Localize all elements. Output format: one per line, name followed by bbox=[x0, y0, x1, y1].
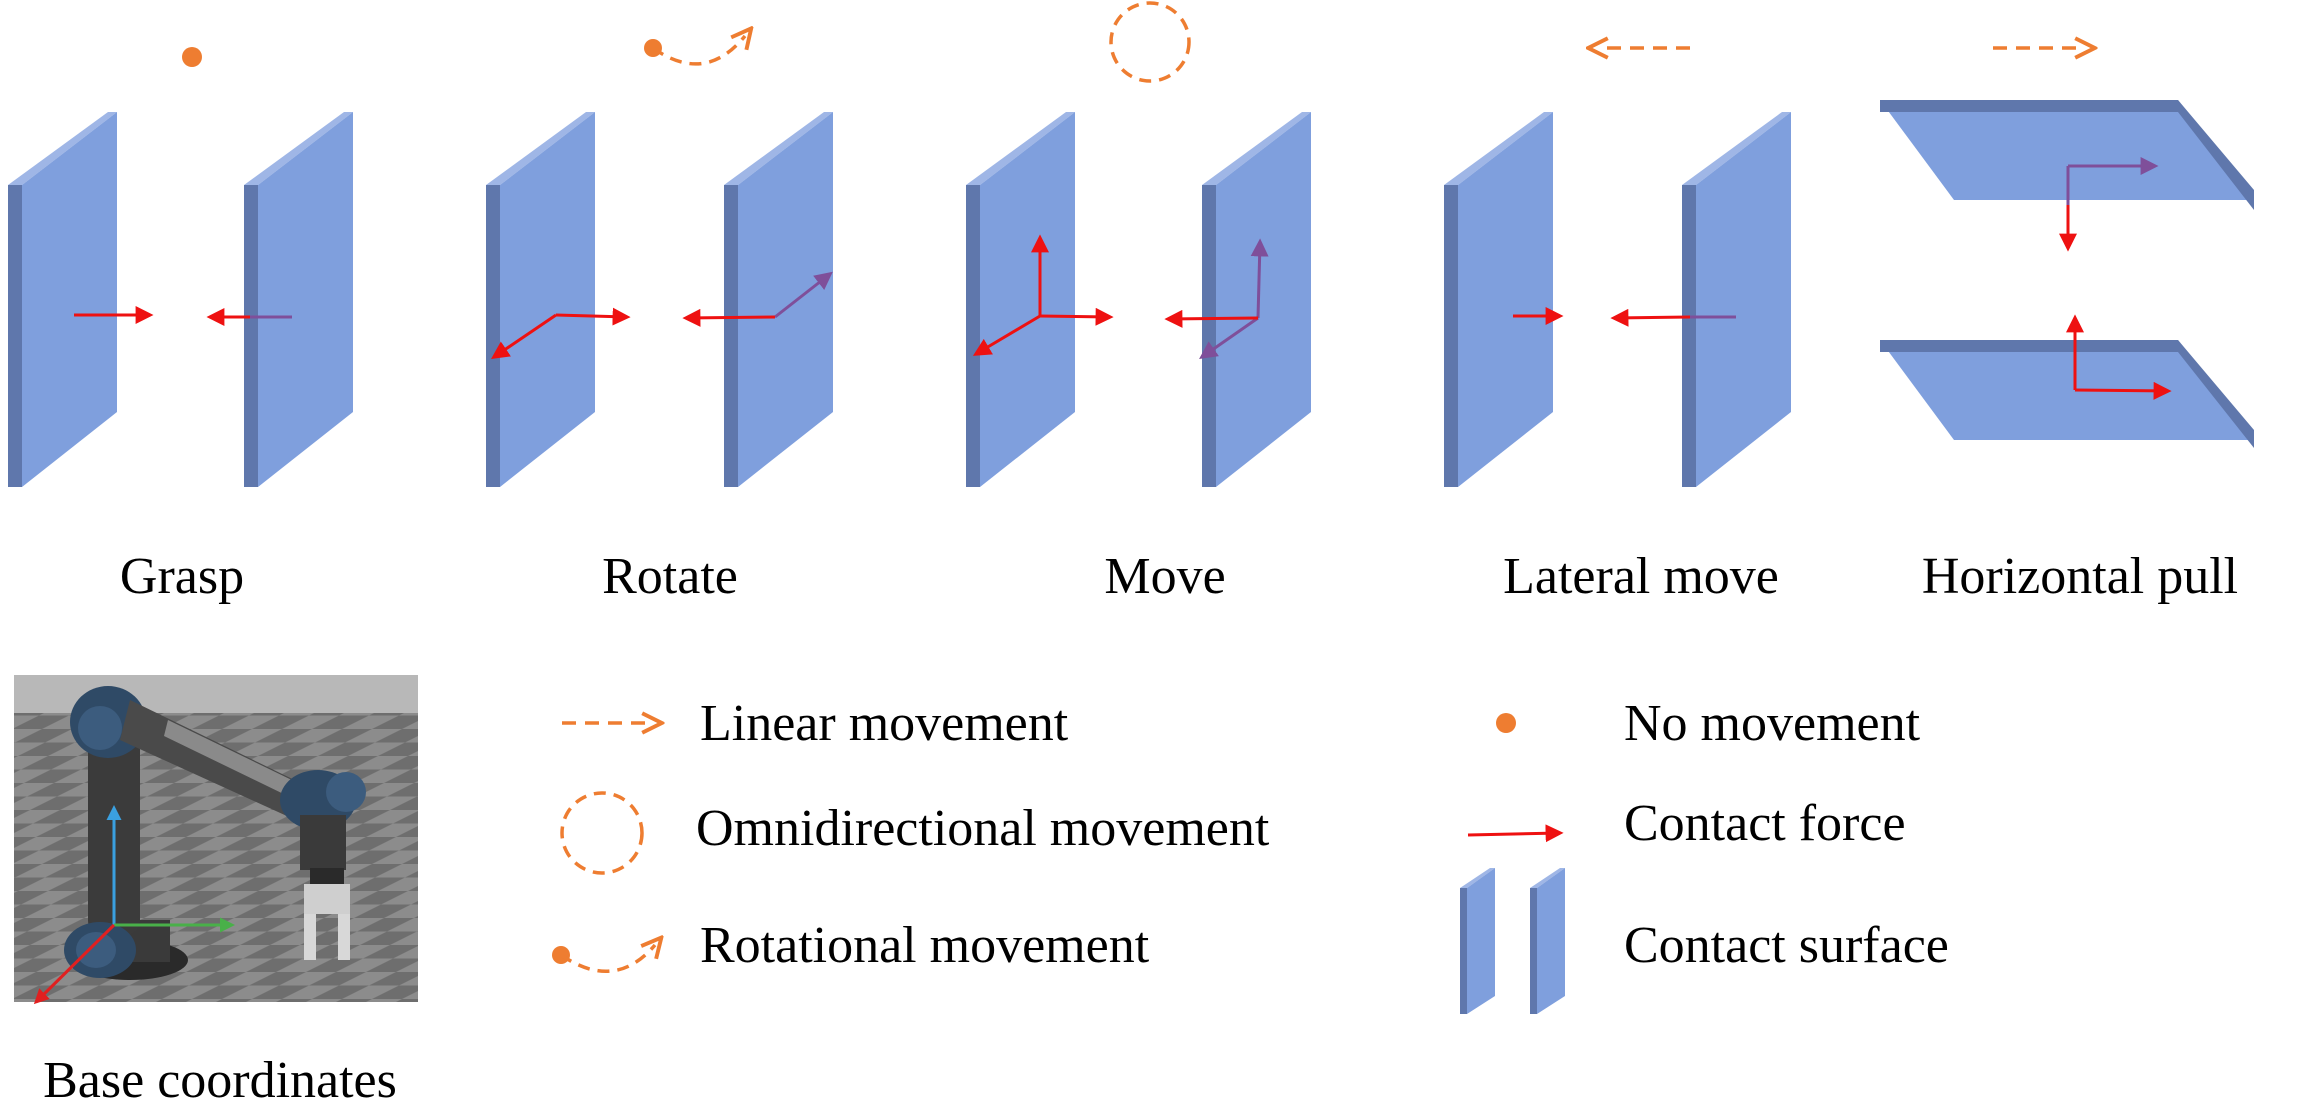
contact-force-arrow-icon bbox=[1467, 824, 1564, 843]
contact-surface-icon bbox=[1460, 868, 1565, 1014]
base-coordinates-caption: Base coordinates bbox=[43, 1052, 397, 1109]
contact-force-arrow bbox=[1039, 307, 1114, 326]
contact-plate-bottom bbox=[1880, 340, 2254, 448]
contact-force-arrow bbox=[555, 307, 631, 326]
legend-label-linear: Linear movement bbox=[700, 695, 1069, 752]
legend-item-omni: Omnidirectional movement bbox=[560, 791, 1270, 875]
contact-plate-left bbox=[966, 112, 1075, 487]
legend-label-force: Contact force bbox=[1624, 795, 1906, 852]
legend: Linear movement Omnidirectional movement… bbox=[552, 695, 1949, 1014]
contact-force-arrow bbox=[972, 314, 1041, 356]
panel-horizontal-pull: Horizontal pull bbox=[1880, 48, 2254, 605]
panel-move: Move bbox=[966, 1, 1311, 605]
legend-item-none: No movement bbox=[1496, 695, 1921, 752]
legend-item-linear: Linear movement bbox=[562, 695, 1069, 752]
contact-plate-top bbox=[1880, 100, 2254, 210]
contact-force-arrow bbox=[1610, 308, 1691, 327]
rotational-movement-arrow-icon bbox=[651, 36, 745, 66]
no-movement-dot-icon bbox=[1496, 713, 1516, 733]
legend-item-rotational: Rotational movement bbox=[552, 917, 1150, 974]
contact-force-arrow bbox=[2074, 381, 2172, 400]
panel-label-lateral-move: Lateral move bbox=[1503, 548, 1779, 605]
legend-label-rotational: Rotational movement bbox=[700, 917, 1150, 974]
panel-label-move: Move bbox=[1104, 548, 1225, 605]
contact-force-arrow bbox=[682, 308, 776, 327]
legend-label-omni: Omnidirectional movement bbox=[696, 800, 1270, 857]
contact-plate-right bbox=[1682, 112, 1791, 487]
panel-label-horizontal-pull: Horizontal pull bbox=[1922, 548, 2238, 605]
contact-force-arrow bbox=[491, 313, 557, 360]
omnidirectional-movement-circle-icon bbox=[560, 791, 644, 875]
legend-item-force: Contact force bbox=[1467, 795, 1906, 852]
no-movement-dot-icon bbox=[182, 47, 202, 67]
contact-plate-left bbox=[1444, 112, 1553, 487]
panel-lateral-move: Lateral move bbox=[1444, 48, 1791, 605]
rotational-movement-arrow-icon bbox=[560, 945, 655, 974]
robot-arm-simulation-image bbox=[14, 675, 418, 1005]
legend-label-surface: Contact surface bbox=[1624, 917, 1949, 974]
panel-grasp: Grasp bbox=[8, 47, 353, 605]
legend-item-surface: Contact surface bbox=[1460, 868, 1949, 1014]
contact-plate-right bbox=[724, 112, 833, 487]
panel-rotate: Rotate bbox=[486, 36, 833, 605]
contact-force-arrow bbox=[1164, 309, 1259, 328]
torque-arrow bbox=[1250, 238, 1269, 319]
base-axis-x-arrow bbox=[33, 923, 116, 1005]
torque-arrow bbox=[1199, 316, 1259, 360]
contact-plate-right bbox=[244, 112, 353, 487]
panel-label-rotate: Rotate bbox=[602, 548, 738, 605]
contact-plate-left bbox=[8, 112, 117, 487]
contact-plate-left bbox=[486, 112, 595, 487]
contact-plate-right bbox=[1202, 112, 1311, 487]
omnidirectional-movement-circle-icon bbox=[1109, 1, 1191, 83]
panel-label-grasp: Grasp bbox=[120, 548, 244, 605]
torque-arrow bbox=[774, 271, 833, 319]
legend-label-none: No movement bbox=[1624, 695, 1921, 752]
